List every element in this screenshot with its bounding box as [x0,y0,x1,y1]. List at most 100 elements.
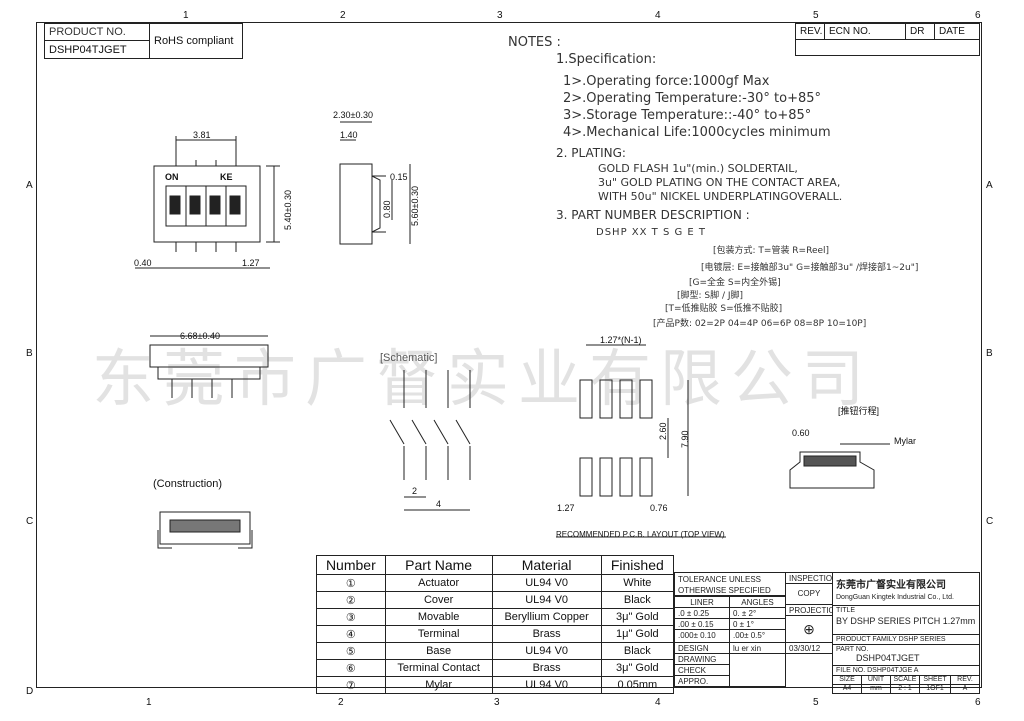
dim-label: 0.80 [382,200,392,218]
plating-heading: 2. PLATING: [556,146,626,160]
dim-label: 1.27*(N-1) [600,335,642,345]
zone-bottom-3: 3 [494,697,500,708]
tolerance-block: TOLERANCE UNLESS OTHERWISE SPECIFIED [674,572,786,596]
cell-finish: 0.05mm [600,676,675,694]
projection-symbol-icon: ⊕ [785,615,833,643]
construction-label: (Construction) [153,478,223,490]
cell-num: ⑤ [316,642,386,660]
zone-bottom-6: 6 [975,697,981,708]
cell-material: Brass [491,659,602,677]
zone-left-c: C [26,516,34,527]
cell-num: ⑦ [316,676,386,694]
tolerance-line1: TOLERANCE UNLESS [678,575,761,584]
zone-right-a: A [986,180,993,191]
rev-value: A [950,684,980,694]
actuator-travel-label: [推钮行程] [838,406,880,416]
zone-left-a: A [26,180,33,191]
dim-label: 4 [436,499,442,509]
cell-material: Beryllium Copper [491,608,602,626]
spec-item: 1>.Operating force:1000gf Max [563,74,770,89]
cell-finish: 3μ" Gold [600,608,675,626]
part-no-label: PART NO. [836,646,869,653]
size-value: A4 [832,684,862,694]
plating-item: GOLD FLASH 1u"(min.) SOLDERTAIL, [598,162,798,175]
dim-label: 2.30±0.30 [333,110,373,120]
spec-heading: 1.Specification: [556,52,657,67]
dim-label: 7.90 [680,430,690,448]
pn-desc-packaging: [包装方式: T=管装 R=Reel] [713,246,830,256]
dim-label: 0.60 [792,428,810,438]
spec-item: 4>.Mechanical Life:1000cycles minimum [563,125,831,140]
sheet-value: 1OF1 [919,684,951,694]
cell-material: UL94 V0 [491,642,602,660]
dim-label: 1.40 [340,130,358,140]
spec-item: 2>.Operating Temperature:-30° to+85° [563,91,822,106]
title-block-title: TITLE BY DSHP SERIES PITCH 1.27mm [832,605,980,635]
part-no-block: PART NO. DSHP04TJGET [832,644,980,666]
appro-label: APPRO. [674,675,730,687]
zone-left-b: B [26,348,33,359]
signature-area [729,653,786,687]
zone-bottom-4: 4 [655,697,661,708]
design-date: 03/30/12 [785,642,833,654]
pn-desc-plating: [电镀层: E=接触部3u" G=接触部3u" /焊接部1~2u"] [701,263,919,273]
tol-liner: .000± 0.10 [674,629,730,643]
dim-label: 6.68±0.40 [180,331,220,341]
table-header-row: Number Part Name Material Finished [316,555,675,575]
cell-part: Movable [384,608,493,626]
tol-angle: .00± 0.5° [729,629,786,643]
scale-value: 2 : 1 [890,684,920,694]
part-number-code: DSHP XX T S G E T [596,227,707,238]
zone-right-b: B [986,348,993,359]
pn-desc-actuator: [T=低推贴胶 S=低推不贴胶] [665,304,783,314]
cell-part: Terminal Contact [384,659,493,677]
rohs-label: RoHS compliant [149,23,243,59]
zone-top-1: 1 [183,10,189,21]
dim-label: 0.15 [390,172,408,182]
cell-part: Actuator [384,574,493,592]
cell-num: ⑥ [316,659,386,677]
pcb-caption: RECOMMENDED P.C.B. LAYOUT (TOP VIEW) [556,530,725,539]
cell-part: Base [384,642,493,660]
part-no-value: DSHP04TJGET [856,653,920,663]
zone-top-5: 5 [813,10,819,21]
cell-finish: Black [600,591,675,609]
pn-desc-material: [G=全金 S=内全外锡] [689,278,781,288]
mylar-label: Mylar [894,436,916,446]
title-label: TITLE [836,607,856,614]
dim-label: 5.40±0.30 [283,190,293,230]
zone-top-3: 3 [497,10,503,21]
zone-top-4: 4 [655,10,661,21]
date-header: DATE [934,23,980,40]
dim-label: 1.27 [242,258,260,268]
dim-label: 0.76 [650,503,668,513]
dim-label: 2.60 [658,422,668,440]
plating-item: WITH 50u" NICKEL UNDERPLATINGOVERALL. [598,190,843,203]
company-block: 东莞市广督实业有限公司 DongGuan Kingtek Industrial … [832,572,980,606]
copy-label: COPY [785,583,833,605]
dim-label: 5.60±0.30 [410,186,420,226]
notes-heading: NOTES : [508,35,561,50]
part-number-heading: 3. PART NUMBER DESCRIPTION : [556,208,750,222]
zone-bottom-5: 5 [813,697,819,708]
col-part-name: Part Name [384,555,493,575]
zone-top-6: 6 [975,10,981,21]
pn-desc-pin-type: [脚型: S脚 / J脚] [677,291,744,301]
col-finished: Finished [600,555,675,575]
zone-right-c: C [986,516,994,527]
company-name-en: DongGuan Kingtek Industrial Co., Ltd. [836,594,954,601]
title-value: BY DSHP SERIES PITCH 1.27mm [836,616,976,626]
zone-top-2: 2 [340,10,346,21]
pn-desc-positions: [产品P数: 02=2P 04=4P 06=6P 08=8P 10=10P] [653,319,867,329]
col-number: Number [316,555,386,575]
cell-num: ② [316,591,386,609]
cell-finish: Black [600,642,675,660]
